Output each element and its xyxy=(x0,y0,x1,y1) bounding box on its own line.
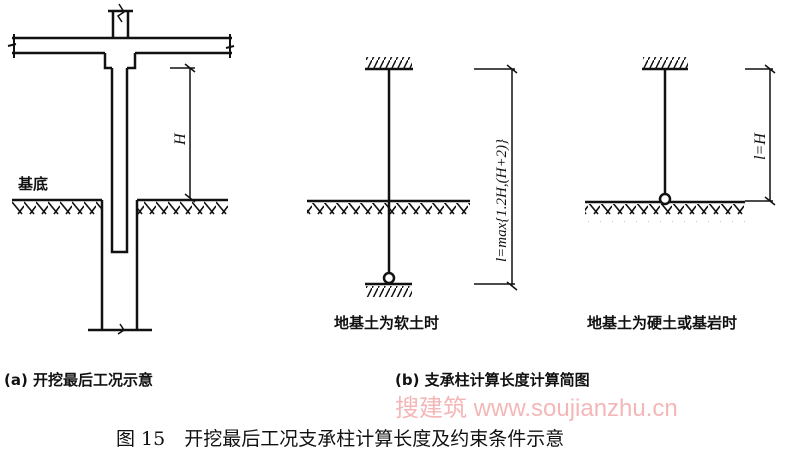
column xyxy=(110,68,129,254)
beam-break-marks xyxy=(7,34,235,58)
dim-label-hard: l=H xyxy=(752,133,769,160)
top-fixed-support-hatch xyxy=(643,57,688,68)
soil-hatch xyxy=(585,204,745,222)
soil-hatch-left xyxy=(12,201,102,219)
dim-label-soft: l=max{1.2H,(H+2)} xyxy=(494,138,510,262)
dim-line-soft xyxy=(474,64,518,291)
figure-title: 图 15 开挖最后工况支承柱计算长度及约束条件示意 xyxy=(116,428,565,450)
ground-label: 基底 xyxy=(18,175,49,193)
column-stub-top xyxy=(108,9,133,38)
panel-b-soft-soil xyxy=(307,57,518,297)
dim-label-H: H xyxy=(172,133,189,145)
caption-soft-soil: 地基土为软土时 xyxy=(334,314,440,332)
pin-support xyxy=(382,271,396,285)
pile xyxy=(88,200,152,332)
top-fixed-support-hatch xyxy=(366,57,412,68)
caption-a: (a) 开挖最后工况示意 xyxy=(4,371,154,389)
dim-line-hard xyxy=(745,64,776,206)
pile-break-mark xyxy=(117,323,126,335)
soil-hatch xyxy=(307,203,470,221)
bottom-support-hatch xyxy=(366,286,412,297)
pin-support xyxy=(658,192,672,206)
beam xyxy=(12,36,232,70)
watermark: 搜建筑 www.soujianzhu.cn xyxy=(395,395,678,422)
soil-hatch-right xyxy=(138,201,228,219)
caption-hard-soil: 地基土为硬土或基岩时 xyxy=(587,314,738,332)
caption-b: (b) 支承柱计算长度计算简图 xyxy=(395,371,590,389)
dim-line-H xyxy=(170,63,196,203)
break-mark xyxy=(116,3,126,23)
panel-a-excavation xyxy=(7,3,235,335)
panel-b-hard-soil xyxy=(585,57,776,222)
